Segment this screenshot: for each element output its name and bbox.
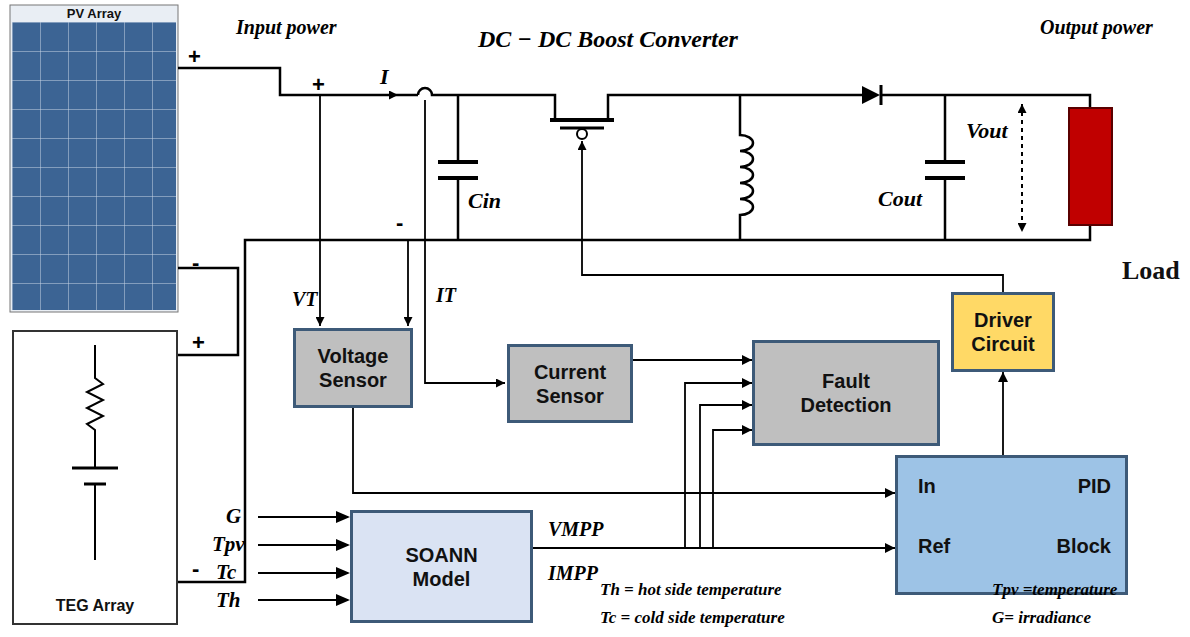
gate-drive-wire [582, 141, 1003, 292]
polarity-sign: - [396, 210, 403, 236]
diode-bar [880, 85, 883, 105]
signal-label: IT [436, 284, 456, 307]
node-text: In [918, 474, 936, 498]
polarity-sign: + [188, 44, 201, 70]
capacitor-symbol [438, 162, 478, 178]
teg-array: TEG Array [12, 330, 178, 625]
pid-block: In PID Ref Block [895, 455, 1128, 595]
pv-cells [12, 22, 176, 310]
capacitor-symbol [925, 162, 965, 178]
pv-frame [10, 5, 178, 312]
cin-wire [457, 95, 460, 240]
signal-label: Tpv [212, 532, 245, 557]
node-text: Voltage Sensor [304, 344, 402, 392]
top-rail [880, 95, 1090, 107]
signal-label: Vout [966, 118, 1008, 144]
signal-label: Cin [468, 188, 501, 214]
mosfet-gate-bubble [577, 129, 587, 139]
node-text: PV Array [10, 5, 178, 22]
signal-connector [1002, 372, 1004, 455]
voltage-sense-wire [319, 95, 321, 326]
top-rail [608, 95, 862, 120]
polarity-sign: - [192, 556, 199, 582]
signal-label: Output power [1040, 16, 1153, 39]
node-text: Current Sensor [520, 360, 620, 408]
current-arrow [355, 94, 398, 96]
signal-connector [633, 359, 752, 361]
signal-label: Tc [216, 560, 236, 585]
teg-wire [94, 484, 96, 560]
input-wires [258, 517, 348, 600]
soann-box: SOANN Model [350, 510, 533, 623]
legend-note: G= irradiance [992, 608, 1091, 628]
signal-label: Th [216, 588, 241, 613]
sensor-box: Current Sensor [507, 344, 633, 423]
signal-label: VMPP [548, 518, 604, 541]
node-text: PID [1078, 474, 1111, 498]
sensor-box: Voltage Sensor [293, 328, 413, 408]
legend-note: Tc = cold side temperature [600, 608, 785, 628]
signal-label: Input power [236, 16, 337, 39]
vout-arrow [1021, 104, 1023, 232]
signal-label: Cout [878, 186, 922, 212]
current-sense-wire [425, 100, 505, 383]
load-resistor: Load [1068, 107, 1113, 226]
signal-label: VT [292, 288, 318, 311]
signal-label: DC − DC Boost Converter [478, 26, 738, 53]
inductor-symbol [740, 95, 753, 240]
signal-label: G [226, 504, 241, 529]
signal-connector [533, 405, 752, 548]
polarity-sign: - [192, 250, 199, 276]
signal-label: I [380, 64, 389, 90]
node-text: Load [1122, 255, 1180, 286]
signal-connector [533, 547, 895, 549]
node-text: Block [1057, 534, 1111, 558]
node-text: Fault Detection [786, 369, 906, 417]
signal-label: IMPP [548, 562, 598, 585]
diode-symbol [862, 86, 880, 104]
pv-array: PV Array [10, 5, 178, 312]
input-arrowheads [336, 511, 350, 606]
mosfet-channel [550, 118, 614, 122]
node-text: Ref [918, 534, 950, 558]
battery-symbol [72, 468, 118, 484]
node-text: Driver Circuit [962, 308, 1044, 356]
resistor-symbol [87, 345, 103, 468]
signal-connector [533, 430, 752, 548]
signal-connector [178, 268, 238, 355]
voltage-sense-wire [407, 240, 409, 326]
legend-note: Tpv =temperature [992, 580, 1117, 600]
node-text: TEG Array [14, 596, 176, 615]
legend-note: Th = hot side temperature [600, 580, 782, 600]
polarity-sign: + [192, 330, 205, 356]
cout-wire [944, 95, 947, 240]
node-text: SOANN Model [392, 543, 492, 591]
fault-box: Fault Detection [752, 340, 940, 446]
driver-box: Driver Circuit [951, 292, 1055, 372]
polarity-sign: + [312, 72, 325, 98]
top-rail [418, 88, 555, 120]
